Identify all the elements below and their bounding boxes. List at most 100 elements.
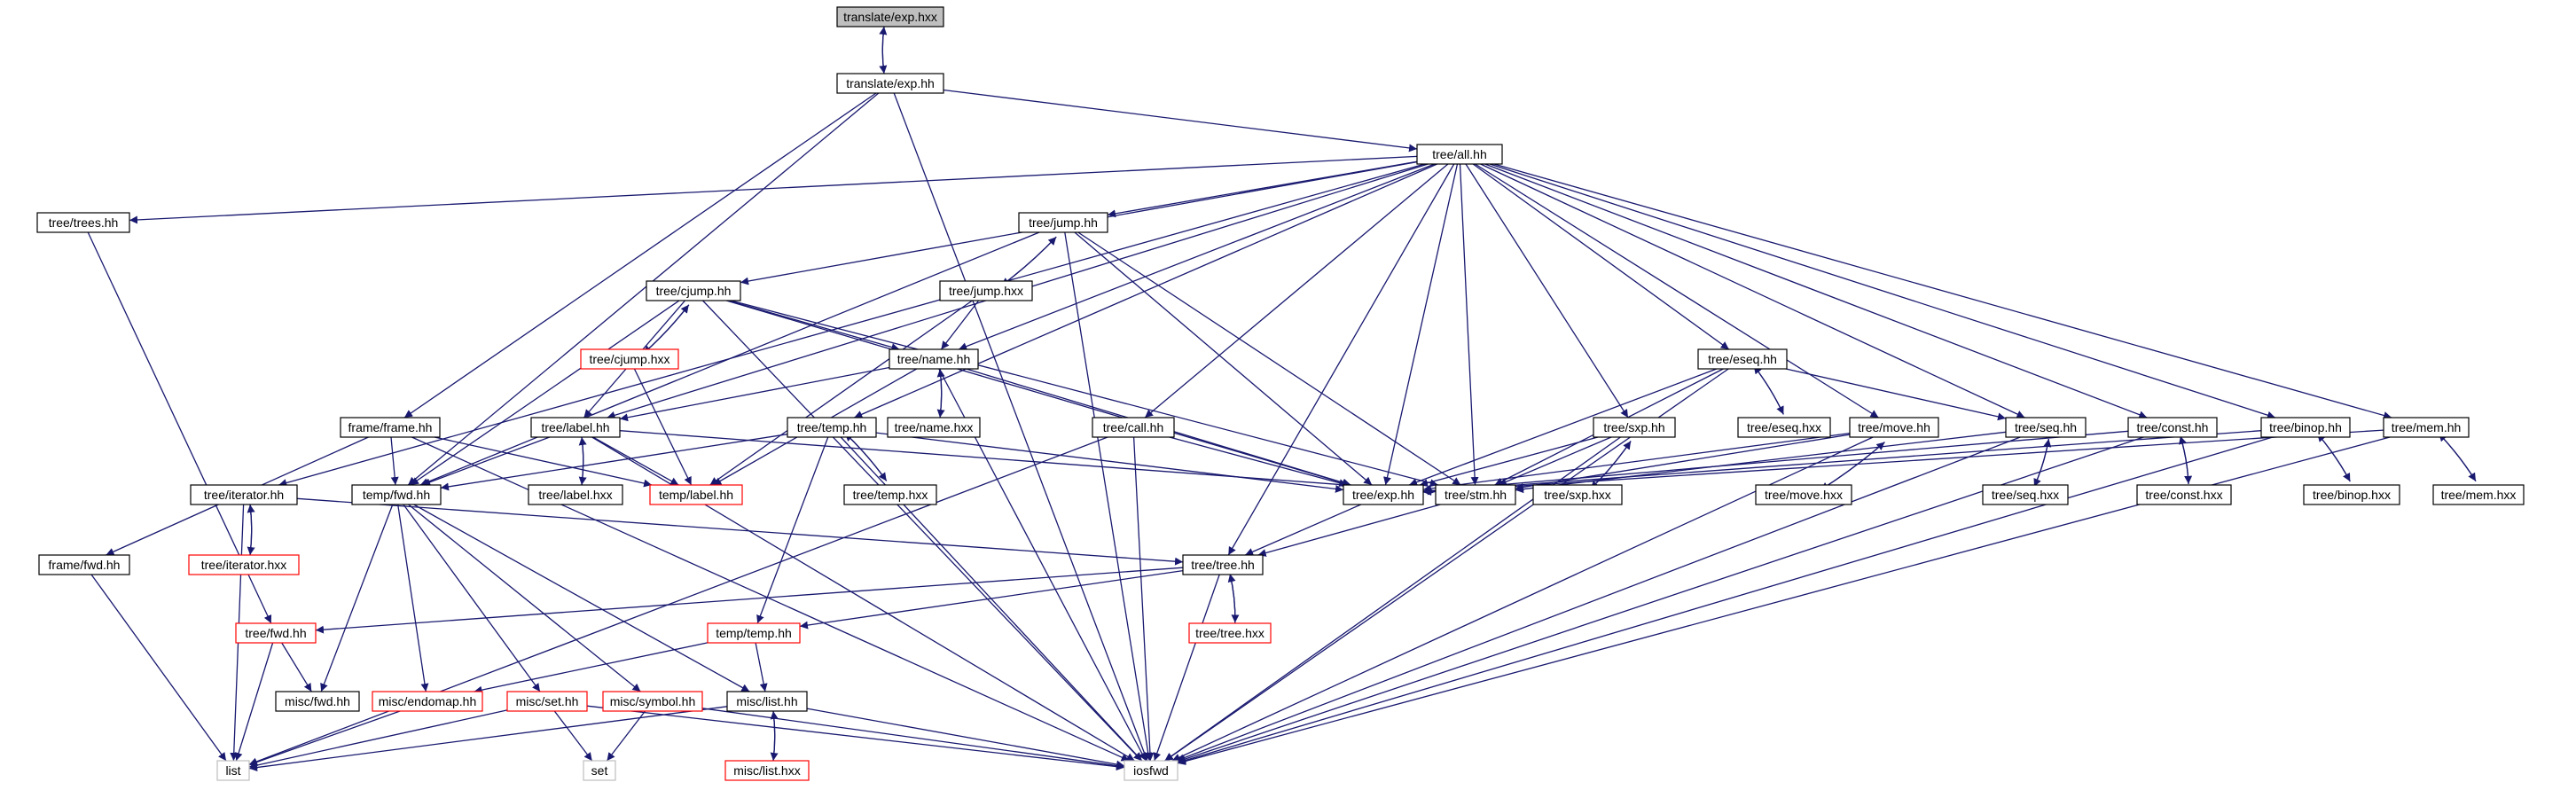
node-label: tree/move.hxx xyxy=(1765,488,1843,502)
node-label: tree/eseq.hxx xyxy=(1747,420,1821,434)
node-tree-cjump-hh[interactable]: tree/cjump.hh xyxy=(646,280,741,301)
edge-tree_binop_hh-to-tree_binop_hxx xyxy=(2316,433,2351,482)
edge-tree_seq_hxx-to-tree_seq_hh xyxy=(2033,438,2052,488)
edge-tree_label_hh-to-temp_label_hh xyxy=(592,436,679,486)
edge-tree_fwd_hh-to-misc_fwd_hh xyxy=(281,642,312,692)
node-tree-jump-hxx[interactable]: tree/jump.hxx xyxy=(939,280,1033,301)
node-translate-exp-hh[interactable]: translate/exp.hh xyxy=(836,73,944,94)
edge-tree_eseq_hxx-to-tree_eseq_hh xyxy=(1753,365,1784,415)
edge-tree_binop_hh-to-tree_exp_hh xyxy=(1422,430,2262,496)
node-tree-temp-hh[interactable]: tree/temp.hh xyxy=(787,417,877,438)
edge-tree_all_hh-to-tree_move_hh xyxy=(1475,163,1879,418)
node-tree-eseq-hh[interactable]: tree/eseq.hh xyxy=(1697,348,1788,370)
node-box xyxy=(351,484,442,505)
node-tree-move-hxx[interactable]: tree/move.hxx xyxy=(1755,484,1852,505)
edge-misc_set_hh-to-list xyxy=(248,709,508,770)
node-misc-list-hxx[interactable]: misc/list.hxx xyxy=(724,760,810,781)
edge-tree_label_hh-to-temp_fwd_hh xyxy=(421,436,551,487)
edge-misc_endomap_hh-to-list xyxy=(248,710,401,766)
edge-tree_sxp_hh-to-tree_exp_hh xyxy=(1419,436,1599,488)
node-tree-iterator-hxx[interactable]: tree/iterator.hxx xyxy=(188,554,300,575)
edge-tree_move_hh-to-tree_stm_hh xyxy=(1515,434,1851,491)
node-box xyxy=(372,691,483,712)
edge-tree_call_hh-to-iosfwd xyxy=(1132,436,1155,762)
edge-tree_temp_hh-to-temp_fwd_hh xyxy=(440,434,788,491)
node-frame-frame-hh[interactable]: frame/frame.hh xyxy=(340,417,441,438)
node-tree-mem-hxx[interactable]: tree/mem.hxx xyxy=(2432,484,2525,505)
edge-tree_jump_hxx-to-tree_name_hh xyxy=(940,300,980,350)
node-box xyxy=(602,691,703,712)
node-tree-iterator-hh[interactable]: tree/iterator.hh xyxy=(190,484,298,505)
edge-tree_all_hh-to-tree_seq_hh xyxy=(1480,163,2025,418)
node-tree-jump-hh[interactable]: tree/jump.hh xyxy=(1018,212,1108,233)
node-tree-all-hh[interactable]: tree/all.hh xyxy=(1416,144,1503,165)
node-frame-fwd-hh[interactable]: frame/fwd.hh xyxy=(38,554,130,575)
node-box xyxy=(1188,622,1272,644)
edge-tree_label_hxx-to-tree_label_hh xyxy=(578,436,587,486)
node-label: tree/sxp.hh xyxy=(1603,420,1664,434)
node-tree-label-hh[interactable]: tree/label.hh xyxy=(530,417,621,438)
node-tree-exp-hh[interactable]: tree/exp.hh xyxy=(1343,484,1424,505)
edge-tree_cjump_hh-to-tree_exp_hh xyxy=(726,300,1351,487)
edge-tree_const_hxx-to-tree_const_hh xyxy=(2179,435,2189,484)
node-tree-mem-hh[interactable]: tree/mem.hh xyxy=(2383,417,2470,438)
node-tree-tree-hxx[interactable]: tree/tree.hxx xyxy=(1188,622,1272,644)
node-tree-sxp-hxx[interactable]: tree/sxp.hxx xyxy=(1532,484,1623,505)
node-tree-const-hxx[interactable]: tree/const.hxx xyxy=(2136,484,2232,505)
node-tree-sxp-hh[interactable]: tree/sxp.hh xyxy=(1593,417,1676,438)
node-tree-binop-hh[interactable]: tree/binop.hh xyxy=(2260,417,2351,438)
node-misc-symbol-hh[interactable]: misc/symbol.hh xyxy=(602,691,703,712)
node-tree-label-hxx[interactable]: tree/label.hxx xyxy=(528,484,623,505)
node-tree-name-hxx[interactable]: tree/name.hxx xyxy=(887,417,981,438)
node-label: tree/mem.hxx xyxy=(2441,488,2517,502)
node-box xyxy=(1018,212,1108,233)
node-tree-temp-hxx[interactable]: tree/temp.hxx xyxy=(843,484,937,505)
node-label: set xyxy=(591,763,608,778)
node-misc-fwd-hh[interactable]: misc/fwd.hh xyxy=(275,691,360,712)
node-tree-tree-hh[interactable]: tree/tree.hh xyxy=(1182,554,1264,575)
node-tree-seq-hh[interactable]: tree/seq.hh xyxy=(2005,417,2087,438)
node-temp-fwd-hh[interactable]: temp/fwd.hh xyxy=(351,484,442,505)
node-tree-seq-hxx[interactable]: tree/seq.hxx xyxy=(1982,484,2069,505)
node-tree-const-hh[interactable]: tree/const.hh xyxy=(2127,417,2218,438)
node-tree-trees-hh[interactable]: tree/trees.hh xyxy=(36,212,130,233)
node-temp-temp-hh[interactable]: temp/temp.hh xyxy=(707,622,801,644)
node-tree-binop-hxx[interactable]: tree/binop.hxx xyxy=(2303,484,2400,505)
dependency-edges xyxy=(87,26,2477,772)
node-label: temp/fwd.hh xyxy=(363,488,430,502)
node-label: misc/set.hh xyxy=(516,694,579,708)
edge-tree_all_hh-to-tree_temp_hh xyxy=(854,163,1437,418)
edge-tree_fwd_hh-to-list xyxy=(234,642,274,762)
edge-misc_set_hh-to-iosfwd xyxy=(586,705,1125,771)
node-tree-cjump-hxx[interactable]: tree/cjump.hxx xyxy=(580,348,679,370)
node-tree-call-hh[interactable]: tree/call.hh xyxy=(1092,417,1175,438)
node-tree-move-hh[interactable]: tree/move.hh xyxy=(1849,417,1939,438)
edge-tree_seq_hh-to-iosfwd xyxy=(1176,436,2021,762)
node-tree-name-hh[interactable]: tree/name.hh xyxy=(889,348,979,370)
edge-tree_label_hh-to-tree_stm_hh xyxy=(619,430,1437,496)
node-label: tree/seq.hxx xyxy=(1992,488,2059,502)
edge-tree_all_hh-to-tree_tree_hh xyxy=(1227,163,1455,556)
node-misc-set-hh[interactable]: misc/set.hh xyxy=(506,691,588,712)
node-tree-eseq-hxx[interactable]: tree/eseq.hxx xyxy=(1737,417,1831,438)
edge-tree_tree_hxx-to-tree_tree_hh xyxy=(1227,574,1236,623)
node-temp-label-hh[interactable]: temp/label.hh xyxy=(649,484,743,505)
edge-tree_cjump_hh-to-tree_stm_hh xyxy=(731,300,1438,488)
node-box xyxy=(887,417,981,438)
edge-tree_jump_hh-to-temp_fwd_hh xyxy=(419,231,1040,486)
node-tree-fwd-hh[interactable]: tree/fwd.hh xyxy=(235,622,317,644)
edge-tree_temp_hh-to-temp_temp_hh xyxy=(756,436,829,624)
node-label: tree/const.hxx xyxy=(2145,488,2222,502)
edge-tree_const_hh-to-tree_exp_hh xyxy=(1422,430,2129,495)
node-tree-stm-hh[interactable]: tree/stm.hh xyxy=(1435,484,1516,505)
node-misc-list-hh[interactable]: misc/list.hh xyxy=(726,691,808,712)
node-box xyxy=(36,212,130,233)
edge-tree_move_hh-to-tree_exp_hh xyxy=(1422,432,1851,493)
node-box xyxy=(843,484,937,505)
edge-tree_eseq_hh-to-tree_eseq_hxx xyxy=(1753,365,1784,415)
node-misc-endomap-hh[interactable]: misc/endomap.hh xyxy=(372,691,483,712)
node-box xyxy=(2127,417,2218,438)
node-label: tree/eseq.hh xyxy=(1708,352,1777,366)
edge-tree_cjump_hh-to-temp_fwd_hh xyxy=(410,300,680,486)
